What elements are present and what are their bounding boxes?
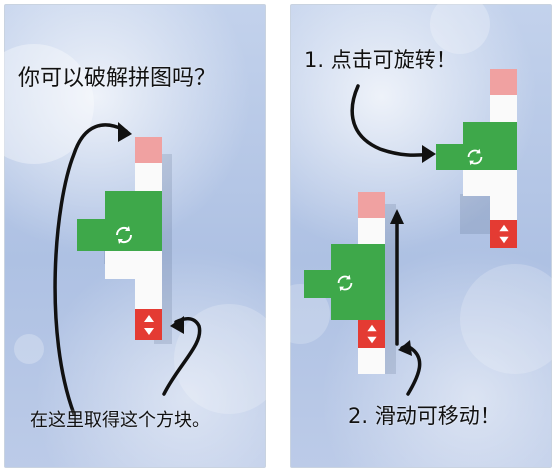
piece-white-cell [490, 95, 517, 122]
up-down-icon [144, 315, 154, 335]
piece-green-cell [105, 191, 162, 219]
up-down-icon [367, 324, 377, 344]
piece-top-cell [358, 192, 385, 218]
left-bottom-caption: 在这里取得这个方块。 [30, 410, 210, 431]
piece-white-cell [463, 170, 517, 196]
piece-white-cell [358, 348, 385, 374]
step1-caption: 1. 点击可旋转！ [304, 48, 457, 72]
right-panel: 1. 点击可旋转！ [290, 4, 552, 468]
piece-top-cell [490, 69, 517, 95]
piece-top-cell [135, 137, 162, 163]
piece-white-cell [135, 163, 162, 191]
piece-green-arm [436, 144, 517, 170]
up-down-icon [499, 224, 509, 244]
curved-arrow-icon [53, 122, 202, 416]
piece-bottom-cell[interactable] [490, 220, 517, 248]
rotate-icon[interactable] [334, 272, 356, 294]
rotate-icon[interactable] [464, 146, 486, 168]
piece-bottom-cell[interactable] [358, 320, 385, 348]
curved-arrow-icon [350, 84, 436, 396]
piece-bottom-cell[interactable] [135, 309, 162, 340]
bokeh-light [14, 334, 44, 364]
piece-green-cell [463, 122, 517, 144]
piece-white-cell [358, 218, 385, 244]
piece-green-arm [304, 270, 385, 298]
piece-white-cell [135, 279, 162, 309]
left-title: 你可以破解拼图吗？ [18, 66, 217, 91]
piece-green-cell [331, 244, 385, 270]
step2-caption: 2. 滑动可移动！ [348, 404, 501, 428]
piece-green-arm [77, 219, 162, 251]
bokeh-light [430, 4, 490, 54]
bokeh-light [460, 264, 552, 374]
bokeh-light [174, 304, 266, 414]
piece-green-cell [331, 298, 385, 320]
rotate-icon[interactable] [112, 224, 136, 246]
piece-white-cell [490, 196, 517, 220]
left-panel: 你可以破解拼图吗？ 在这里取得这个方块。 [4, 4, 266, 468]
piece-white-cell [105, 251, 162, 279]
